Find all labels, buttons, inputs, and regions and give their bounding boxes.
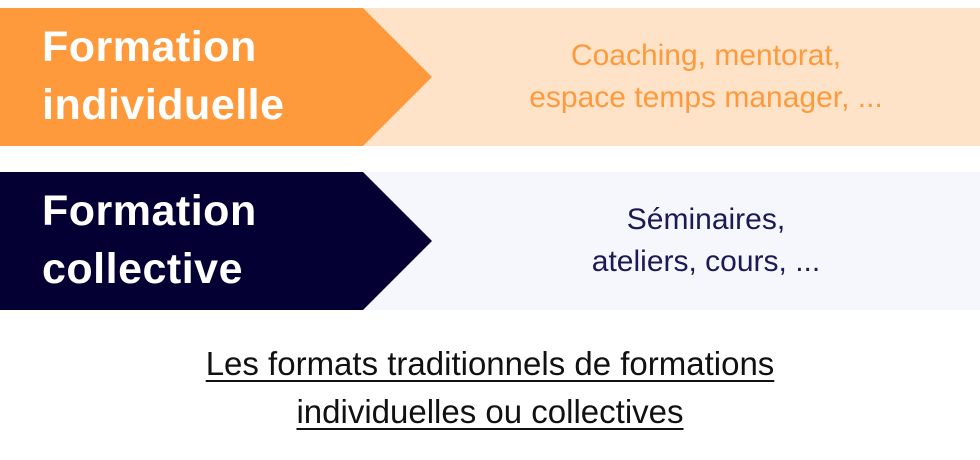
individual-training-title: Formation individuelle xyxy=(42,18,285,134)
description-line: espace temps manager, ... xyxy=(529,81,883,114)
collective-training-description: Séminaires, ateliers, cours, ... xyxy=(432,172,980,310)
collective-training-row: Formation collective Séminaires, atelier… xyxy=(0,172,980,310)
title-line: Formation xyxy=(42,23,257,71)
title-line: Formation xyxy=(42,187,257,235)
title-line: individuelle xyxy=(42,81,285,129)
collective-training-title: Formation collective xyxy=(42,182,257,298)
individual-training-description: Coaching, mentorat, espace temps manager… xyxy=(432,8,980,146)
title-line: collective xyxy=(42,245,243,293)
individual-arrow-shape xyxy=(0,8,432,146)
caption-line: individuelles ou collectives xyxy=(296,393,684,430)
diagram-caption: Les formats traditionnels de formations … xyxy=(0,340,980,436)
description-line: Séminaires, xyxy=(626,203,786,236)
individual-training-row: Formation individuelle Coaching, mentora… xyxy=(0,8,980,146)
caption-line: Les formats traditionnels de formations xyxy=(205,345,775,382)
description-line: ateliers, cours, ... xyxy=(591,245,821,278)
collective-arrow-shape xyxy=(0,172,432,310)
description-line: Coaching, mentorat, xyxy=(570,39,842,72)
